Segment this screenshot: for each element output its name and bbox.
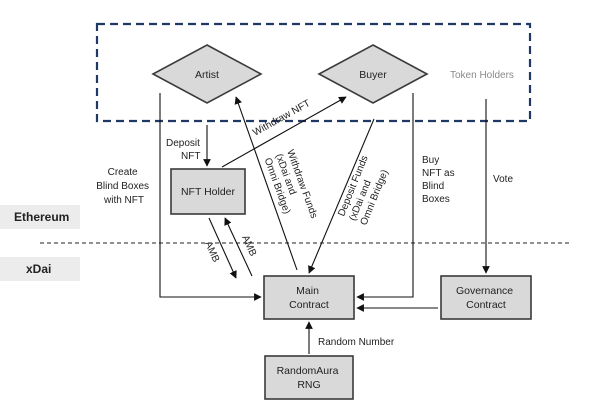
ethereum-label: Ethereum <box>14 210 69 224</box>
buyer-node: Buyer <box>317 44 429 104</box>
create-blind-boxes-arrow <box>159 93 262 301</box>
buy-nft-label: Buy NFT as Blind Boxes <box>422 155 457 205</box>
governance-contract-line1: Governance <box>456 285 513 297</box>
nft-holder-label: NFT Holder <box>181 186 236 198</box>
deposit-nft-label: Deposit NFT <box>166 138 203 162</box>
withdraw-funds-arrow <box>234 96 298 271</box>
vote-label: Vote <box>493 174 513 185</box>
amb-up-arrow <box>224 217 253 277</box>
main-contract-line1: Main <box>296 285 319 297</box>
svg-text:Governance Contract: Governance Contract <box>456 285 516 311</box>
token-holders-region <box>95 22 532 123</box>
svg-text:Main Contract: Main Contract <box>289 285 329 311</box>
random-number-label: Random Number <box>318 337 395 348</box>
artist-node: Artist <box>151 44 263 104</box>
rng-line1: RandomAura <box>277 365 339 377</box>
buyer-label: Buyer <box>359 69 387 81</box>
deposit-funds-arrow <box>308 118 375 274</box>
withdraw-nft-arrow <box>221 96 347 168</box>
xdai-label-group: xDai <box>0 257 80 281</box>
governance-contract-node: Governance Contract <box>440 275 532 320</box>
main-contract-line2: Contract <box>289 299 329 311</box>
artist-label: Artist <box>195 69 219 81</box>
svg-text:RandomAura RNG: RandomAura RNG <box>277 365 342 391</box>
deposit-funds-label: Deposit Funds (xDai and Omni Bridge) <box>336 152 394 227</box>
withdraw-funds-label: Withdraw Funds (xDai and Omni Bridge) <box>262 148 321 230</box>
create-blind-boxes-label: Create Blind Boxes with NFT <box>96 167 152 206</box>
governance-contract-line2: Contract <box>466 299 506 311</box>
rng-node: RandomAura RNG <box>264 355 354 400</box>
ethereum-label-group: Ethereum <box>0 205 80 229</box>
amb-down-arrow <box>208 217 237 279</box>
token-holders-label: Token Holders <box>450 70 514 81</box>
xdai-label: xDai <box>26 262 51 276</box>
nft-holder-node: NFT Holder <box>170 168 246 215</box>
buy-nft-arrow <box>356 93 414 301</box>
main-contract-node: Main Contract <box>263 275 355 320</box>
withdraw-nft-label: Withdraw NFT <box>251 98 312 139</box>
rng-line2: RNG <box>297 379 320 391</box>
